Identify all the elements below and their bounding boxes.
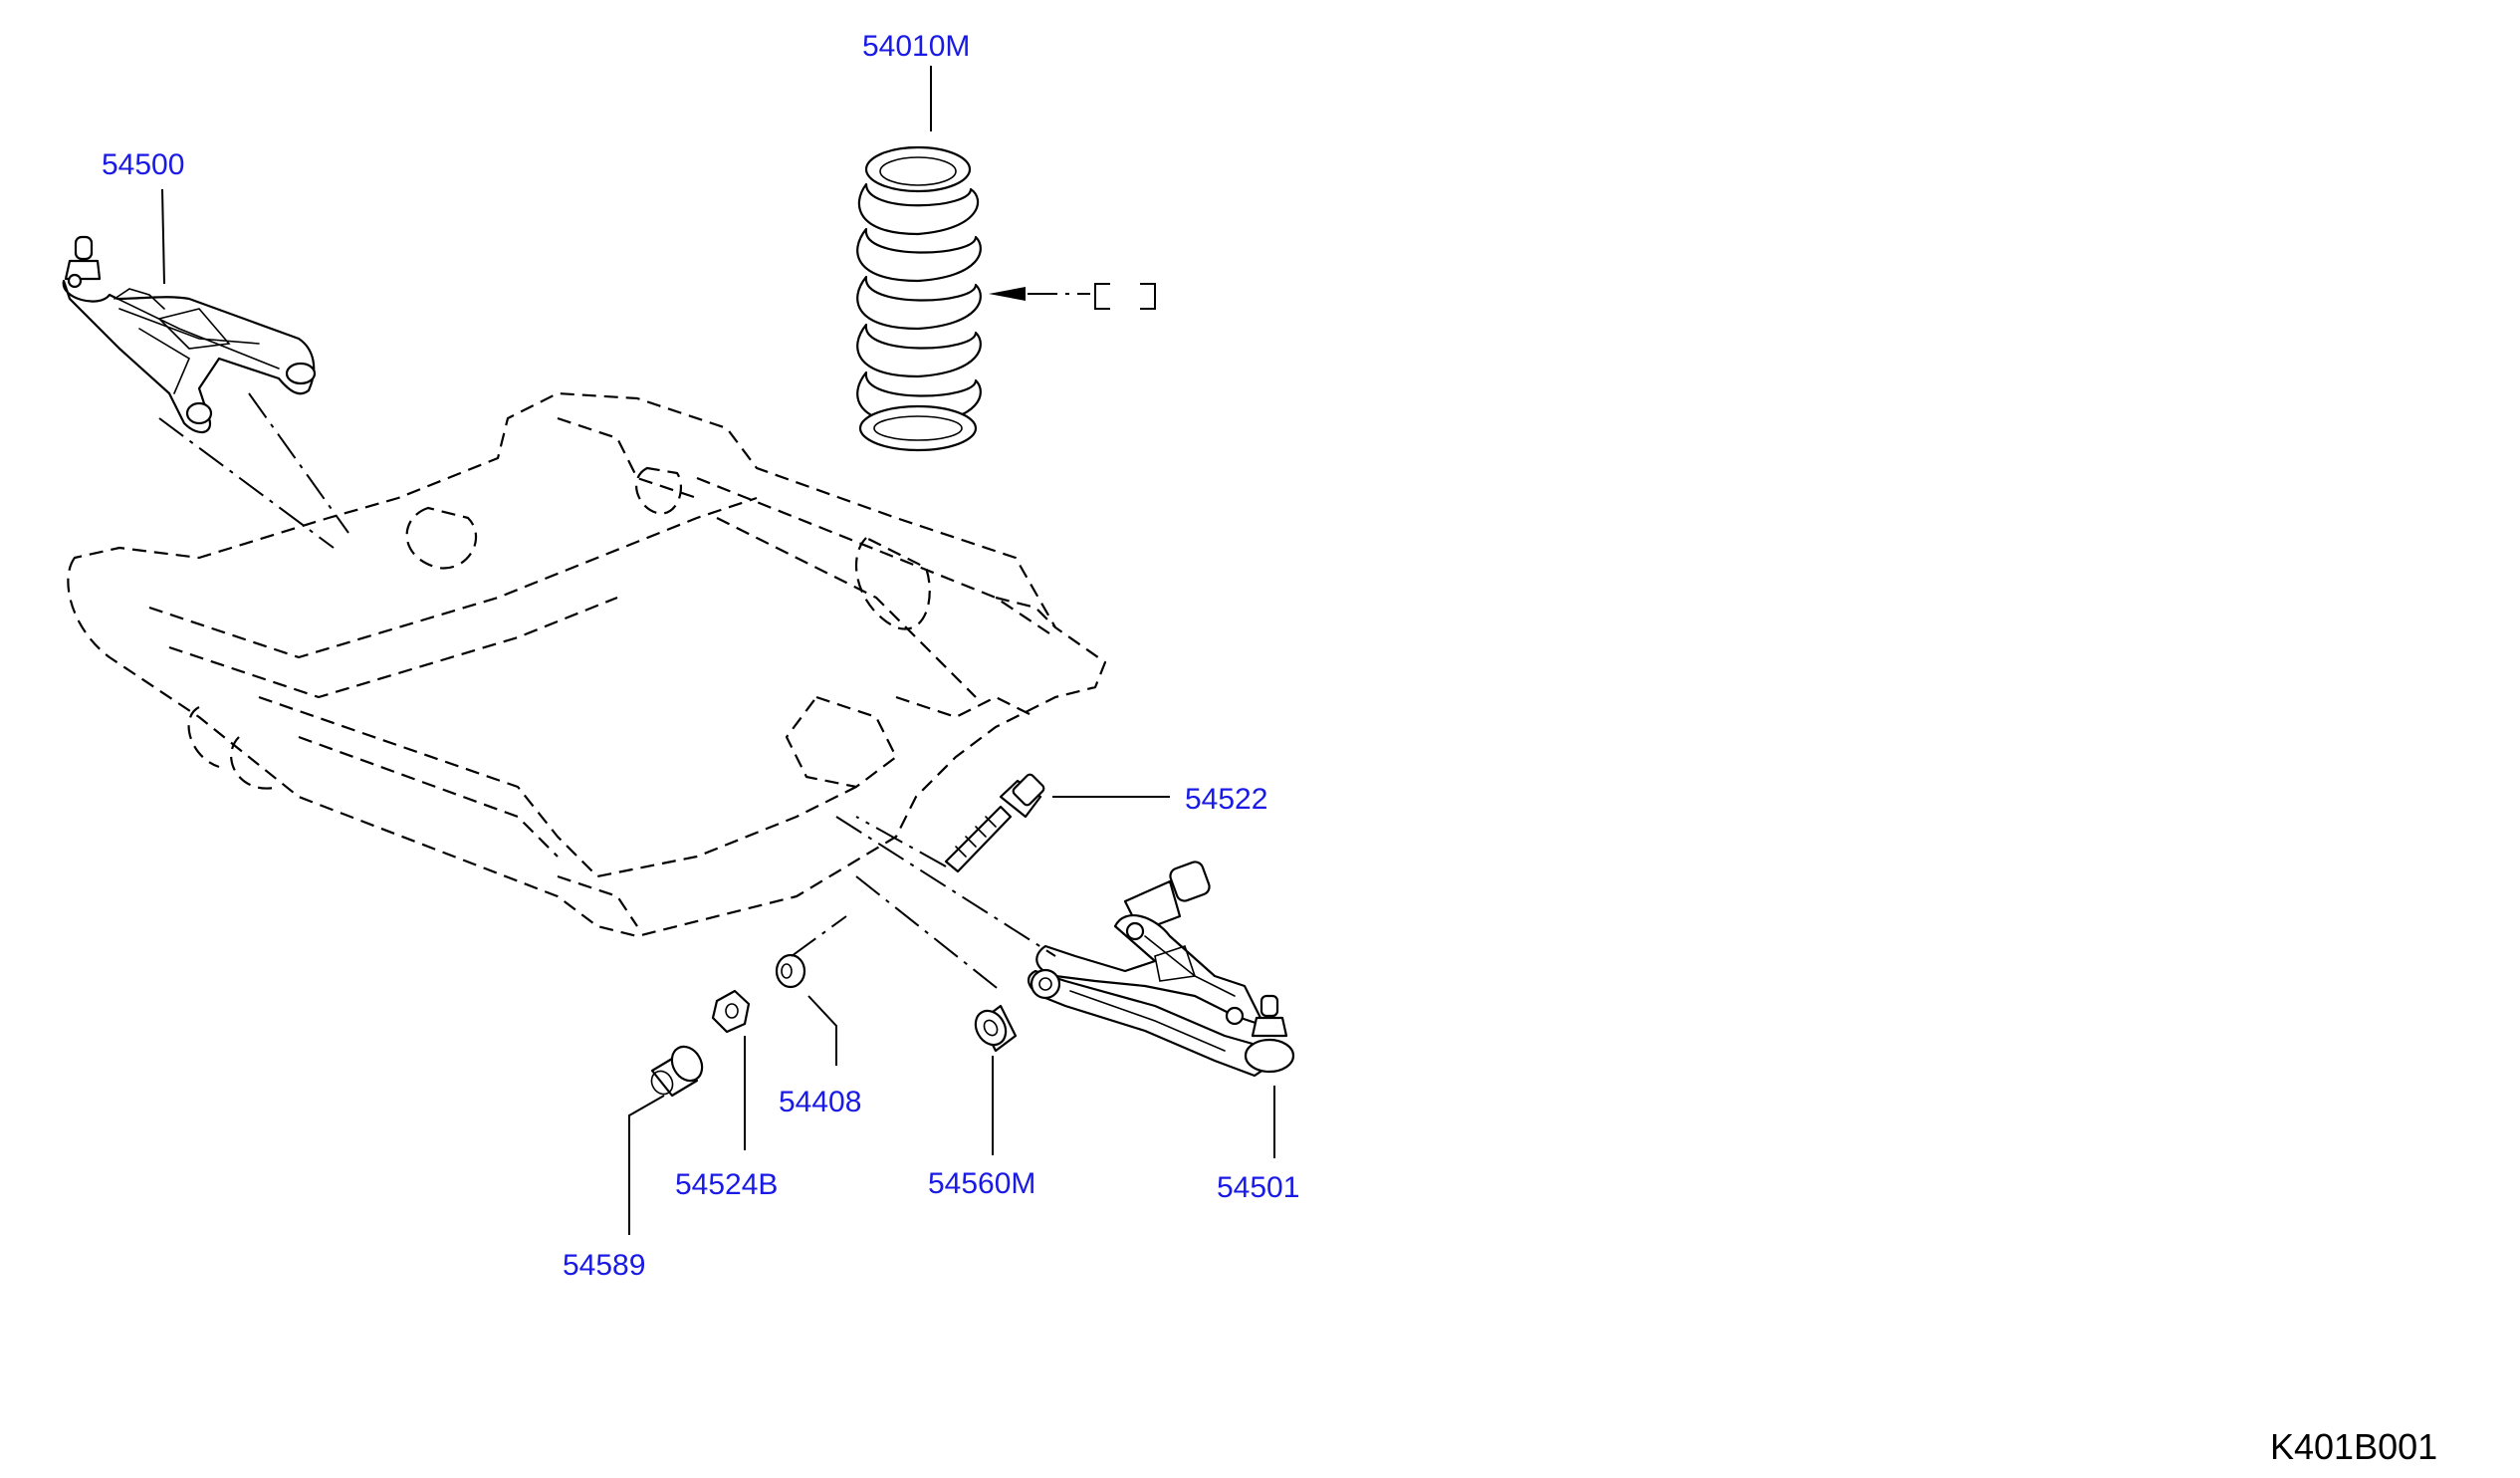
drawing-code: K401B001 — [2270, 1426, 2437, 1467]
bushing[interactable] — [970, 1004, 1018, 1053]
stopper[interactable] — [647, 1041, 708, 1098]
bolt-centerline — [855, 816, 947, 867]
callout-lower-arm[interactable]: 54501 — [1217, 1171, 1299, 1204]
bolt[interactable] — [944, 773, 1045, 873]
coil-spring[interactable] — [856, 145, 982, 452]
callout-washer[interactable]: 54408 — [779, 1086, 861, 1118]
upper-arm-centerlines — [158, 392, 349, 549]
callout-upper-arm[interactable]: 54500 — [102, 148, 184, 181]
washer[interactable] — [775, 953, 806, 989]
nut[interactable] — [711, 989, 751, 1034]
callout-bushing[interactable]: 54560M — [928, 1167, 1035, 1200]
lower-arm-centerlines — [835, 816, 1056, 992]
callout-spring[interactable]: 54010M — [862, 30, 970, 63]
leader-lines — [161, 66, 1275, 1235]
callout-stopper[interactable]: 54589 — [563, 1249, 645, 1282]
callout-bolt[interactable]: 54522 — [1185, 783, 1267, 816]
washer-centerline — [791, 915, 847, 957]
direction-arrow-icon — [989, 283, 1156, 310]
lower-control-arm[interactable] — [1028, 860, 1295, 1078]
callout-nut[interactable]: 54524B — [675, 1168, 778, 1201]
subframe-phantom — [67, 391, 1107, 938]
upper-control-arm[interactable] — [62, 235, 317, 434]
